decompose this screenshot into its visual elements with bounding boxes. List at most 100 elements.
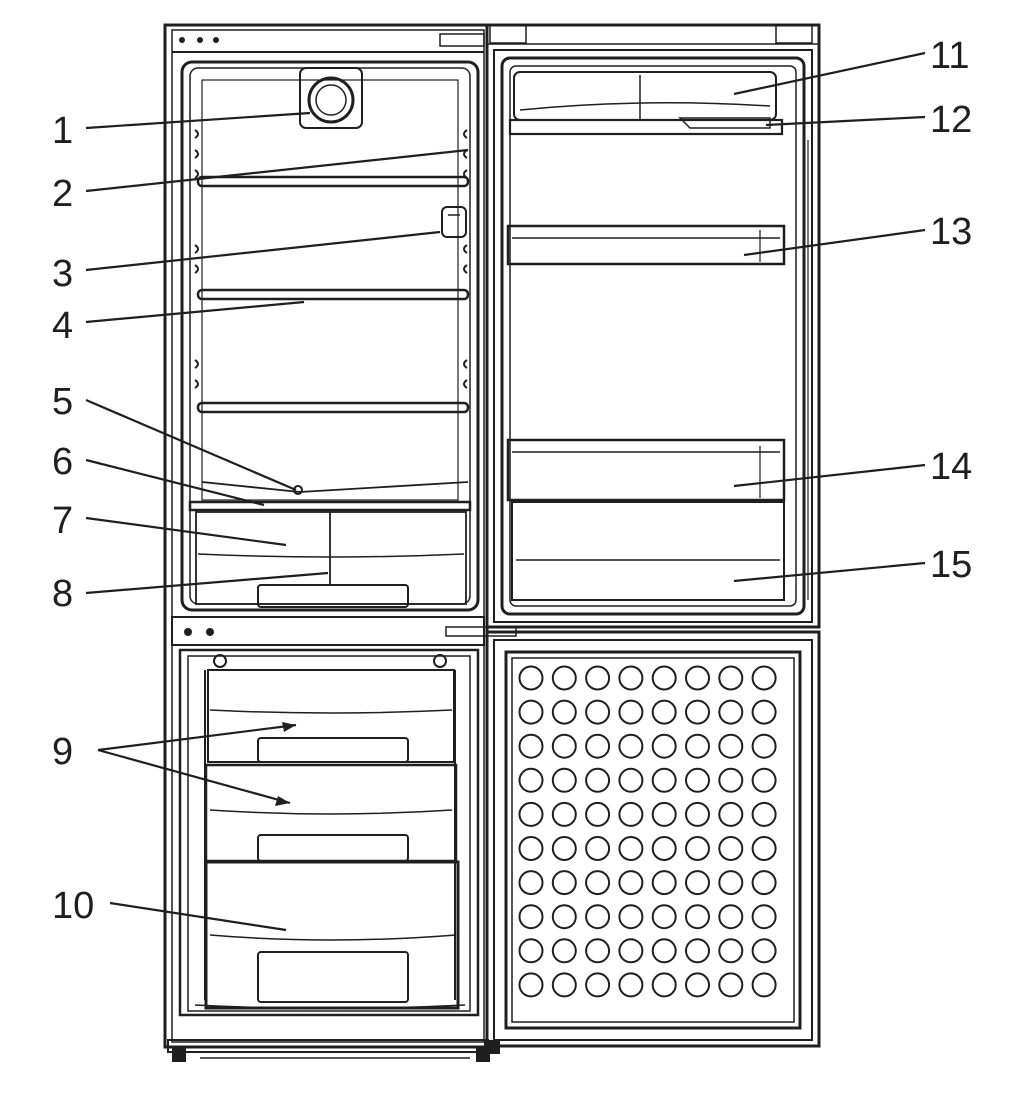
dimple (718, 972, 744, 998)
arrowhead-9a (282, 722, 296, 732)
dimple (718, 904, 744, 930)
callout-4: 4 (52, 305, 73, 347)
dimple (585, 870, 611, 896)
callout-5: 5 (52, 381, 73, 423)
dimple (585, 972, 611, 998)
dimple (551, 733, 577, 759)
dimple (685, 870, 710, 896)
glass-shelf-1 (196, 175, 470, 188)
dimple (685, 904, 710, 930)
callout-labels: 1 2 3 4 5 6 7 8 9 10 11 12 13 14 15 (52, 35, 972, 927)
leader-12 (765, 115, 926, 127)
dimple (751, 972, 777, 998)
dimple (618, 699, 644, 725)
callout-12: 12 (930, 99, 972, 141)
cabinet (163, 23, 490, 1062)
dimple (718, 938, 744, 964)
dimple (651, 870, 677, 896)
dimple (685, 938, 710, 964)
dimple (585, 904, 611, 930)
dimple (751, 938, 777, 964)
dimple (651, 938, 677, 964)
dimple (651, 733, 677, 759)
leader-9b (97, 748, 291, 805)
drain-outlet (201, 481, 469, 495)
leader-3 (85, 230, 441, 272)
dimple (518, 699, 544, 725)
dimple (751, 699, 777, 725)
dimple (685, 699, 710, 725)
leader-14 (733, 463, 926, 488)
callout-14: 14 (930, 446, 972, 488)
leader-4 (85, 300, 305, 324)
leader-15 (733, 561, 926, 583)
dimple (618, 665, 644, 691)
dimple (685, 767, 710, 793)
leader-1 (85, 111, 311, 130)
dimple (518, 801, 544, 827)
dimple (518, 972, 544, 998)
glass-shelf-3 (196, 401, 470, 414)
freezer-compartment (178, 648, 480, 1017)
leader-11 (733, 51, 926, 96)
callout-3: 3 (52, 253, 73, 295)
dimple (518, 665, 544, 691)
leader-7 (85, 516, 287, 547)
callout-13: 13 (930, 211, 972, 253)
dimple (551, 836, 577, 861)
dimple (618, 870, 644, 896)
freezer-door (445, 626, 821, 1054)
dairy-compartment-lid (508, 118, 784, 136)
dimple (585, 801, 611, 827)
leader-13 (743, 228, 926, 257)
dimple (751, 665, 777, 691)
dimple (718, 801, 744, 827)
leader-8 (85, 571, 329, 595)
dimple (551, 801, 577, 827)
dimple (618, 938, 644, 964)
dimple (651, 767, 677, 793)
dimple (685, 665, 710, 691)
dimple (651, 665, 677, 691)
fridge-door (485, 23, 821, 629)
dimple (585, 836, 611, 861)
callout-7: 7 (52, 500, 73, 542)
dimple (585, 938, 611, 964)
leader-6 (85, 458, 265, 507)
leader-10 (109, 901, 287, 932)
dimple (685, 801, 710, 827)
dimple (685, 733, 710, 759)
dimple (651, 972, 677, 998)
dimple (585, 767, 611, 793)
callout-9: 9 (52, 731, 73, 773)
dimple (718, 767, 744, 793)
dimple (585, 699, 611, 725)
dimple (718, 870, 744, 896)
leader-5 (85, 398, 297, 492)
interior-light (299, 67, 363, 129)
freezer-door-dimples (518, 665, 777, 998)
leader-2 (85, 148, 469, 193)
door-shelf-middle (506, 224, 786, 266)
dimple (585, 733, 611, 759)
door-shelf-bottle-lower (511, 501, 785, 601)
dimple (751, 733, 777, 759)
dimple (551, 938, 577, 964)
leader-lines (85, 51, 926, 932)
freezer-drawer-1 (207, 669, 455, 763)
crisper-cover-shelf (188, 500, 472, 512)
dimple (751, 767, 777, 793)
dimple (718, 836, 744, 861)
dimple (651, 904, 677, 930)
dimple (551, 870, 577, 896)
dimple (585, 665, 611, 691)
dimple (751, 904, 777, 930)
dimple (751, 801, 777, 827)
dimple (551, 699, 577, 725)
dimple (718, 733, 744, 759)
dimple (685, 836, 710, 861)
dimple (651, 801, 677, 827)
callout-10: 10 (52, 885, 94, 927)
callout-15: 15 (930, 544, 972, 586)
